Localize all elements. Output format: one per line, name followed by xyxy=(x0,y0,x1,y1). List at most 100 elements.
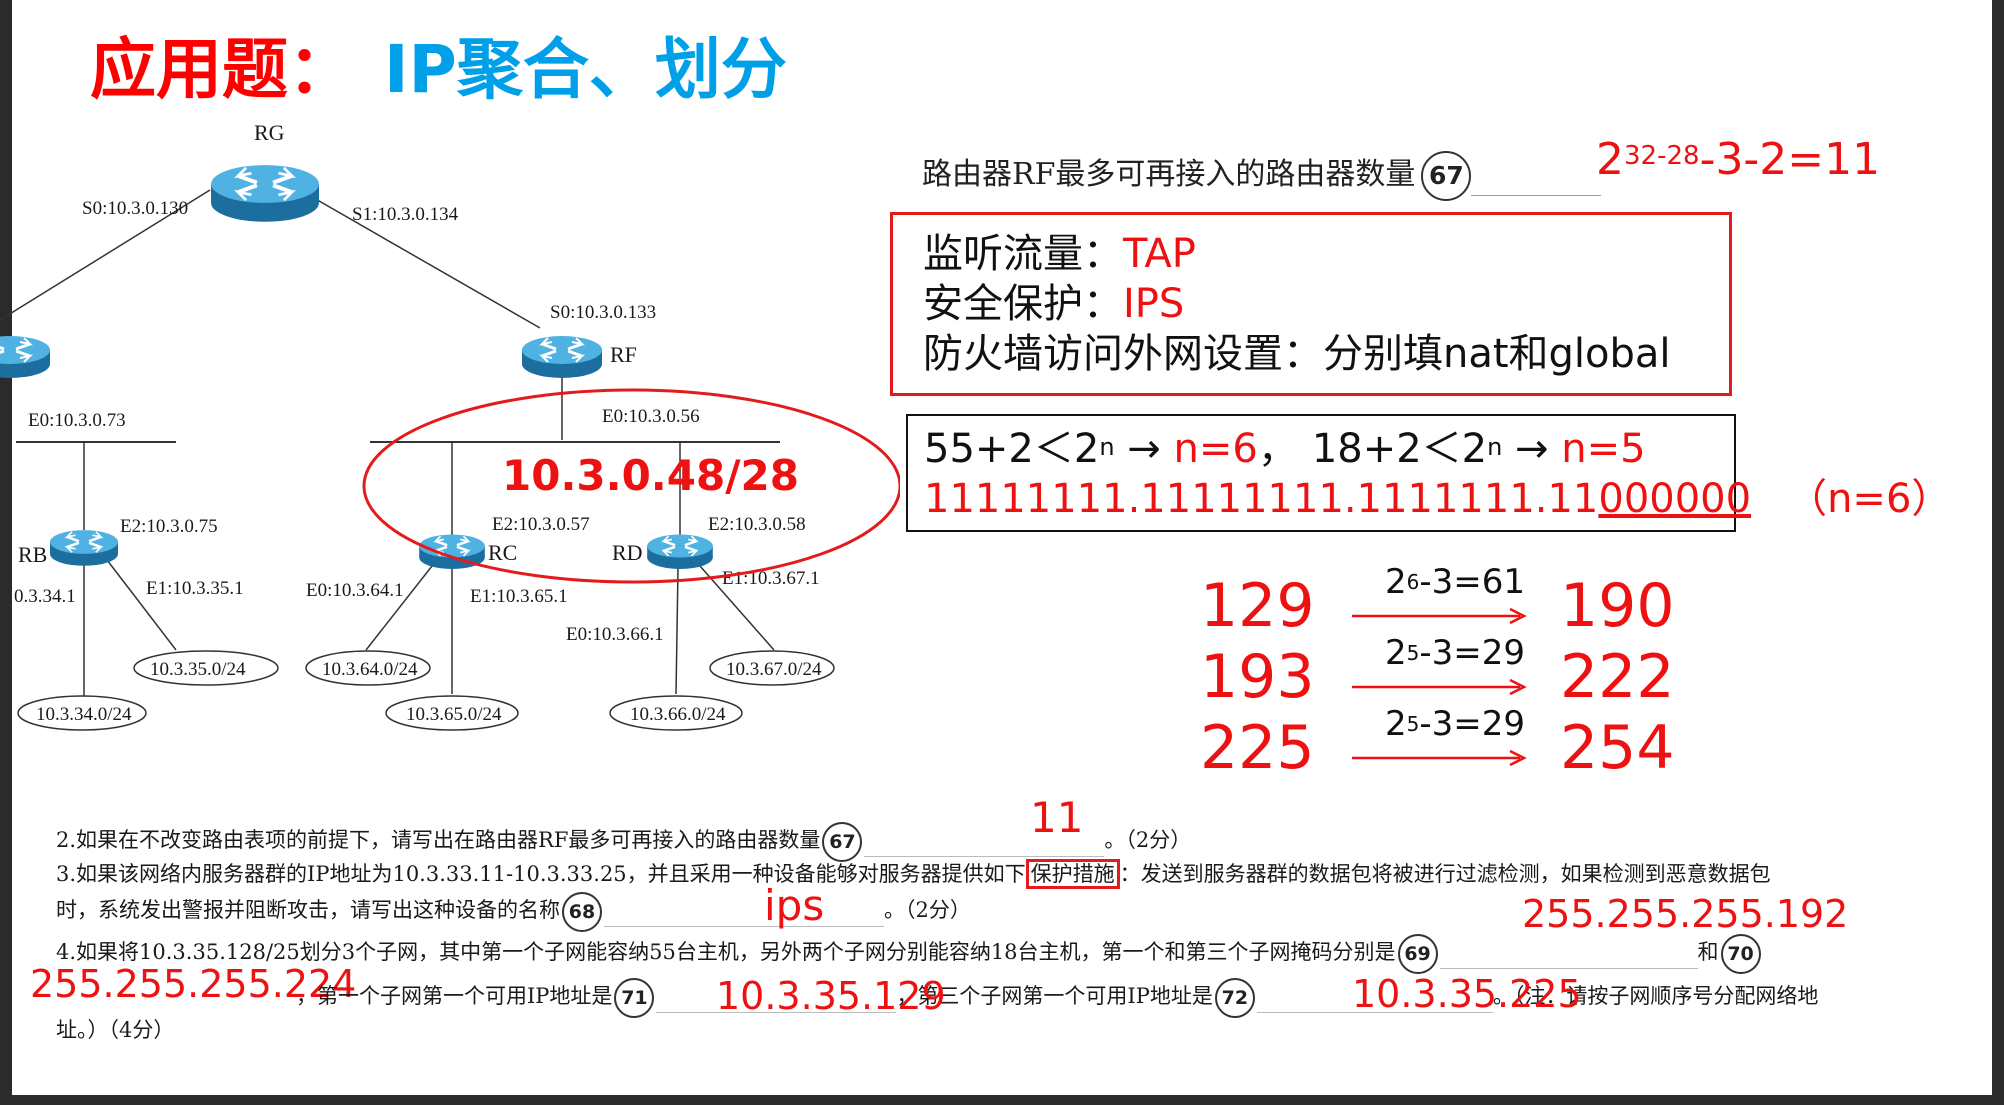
iface-rf-e0: E0:10.3.0.56 xyxy=(602,406,700,427)
calc-b-expr: 18+2＜2 xyxy=(1311,426,1488,472)
q4-number-badge-71: 71 xyxy=(614,977,655,1018)
iface-rb-e2: E2:10.3.0.75 xyxy=(120,516,218,537)
subnet-2-calc-base: 2 xyxy=(1384,633,1407,673)
mask-prefix: 11111111.11111111.1111111.11 xyxy=(924,476,1599,522)
q4-number-badge-72: 72 xyxy=(1214,977,1255,1018)
subnet-3-end: 254 xyxy=(1560,713,1675,783)
link-rg-rf xyxy=(299,189,541,329)
q67-answer-formula: 232-28-3-2=11 xyxy=(1596,132,1880,188)
network-10-3-66: 10.3.66.0/24 xyxy=(630,704,726,725)
q2-text: 2.如果在不改变路由表项的前提下，请写出在路由器RF最多可再接入的路由器数量 xyxy=(56,828,821,852)
q4-answer-71: 10.3.35.129 xyxy=(716,974,946,1018)
calc-a-arrow: → xyxy=(1114,426,1174,472)
subnet-3-start: 225 xyxy=(1200,713,1315,783)
q4-number-badge-70: 70 xyxy=(1720,933,1761,974)
iface-rd-e1: E1:10.3.67.1 xyxy=(722,568,820,589)
arrow-right-icon xyxy=(1352,607,1527,625)
q4-answer-blank-69 xyxy=(1439,938,1698,969)
network-10-3-64: 10.3.64.0/24 xyxy=(322,659,418,680)
router-rd-icon xyxy=(645,533,715,571)
link-rg-left xyxy=(0,189,211,321)
network-10-3-65: 10.3.65.0/24 xyxy=(406,704,502,725)
mask-zeros: 000000 xyxy=(1598,476,1752,522)
subnet-2-calc-exp: 5 xyxy=(1406,641,1420,665)
router-rc-label: RC xyxy=(488,540,517,565)
subnet-1-calc: 26-3=61 xyxy=(1360,562,1550,602)
subnet-1-start: 129 xyxy=(1200,571,1315,641)
q3-tail: 。（2分） xyxy=(884,898,971,922)
network-topology-diagram: RG RF RB RC RD S0:10.3.0.130 S1:10.3.0.1… xyxy=(0,120,900,731)
link-rd-n67 xyxy=(699,565,775,651)
q4-line2-a: ，第一个子网第一个可用IP地址是 xyxy=(296,984,613,1008)
q4-answer-blank-71 xyxy=(656,982,897,1013)
subnet-1-calc-rest: -3=61 xyxy=(1419,562,1526,602)
question-4-line-1: 4.如果将10.3.35.128/25划分3个子网，其中第一个子网能容纳55台主… xyxy=(56,930,1763,974)
q2-number-badge: 67 xyxy=(822,821,863,862)
box1-line-2: 安全保护：IPS xyxy=(923,279,1729,329)
question-4-line-3: 址。）（4分） xyxy=(56,1018,175,1042)
q67-answer-blank xyxy=(1471,157,1602,196)
window-frame-left xyxy=(0,0,12,1105)
subnet-3-calc: 25-3=29 xyxy=(1360,704,1550,744)
subnet-range-row: 129 26-3=61 190 xyxy=(1200,562,1720,642)
subnet-1-calc-exp: 6 xyxy=(1406,570,1420,594)
network-10-3-35: 10.3.35.0/24 xyxy=(150,659,246,680)
iface-rf-s0: S0:10.3.0.133 xyxy=(550,302,656,323)
iface-rd-e2: E2:10.3.0.58 xyxy=(708,514,806,535)
subnet-1-calc-base: 2 xyxy=(1384,562,1407,602)
router-rb-icon xyxy=(48,528,120,568)
iface-rg-s0: S0:10.3.0.130 xyxy=(82,198,188,219)
box1-line-1: 监听流量：TAP xyxy=(923,229,1729,279)
q4-answer-69: 255.255.255.192 xyxy=(1522,892,1849,936)
iface-rc-e1: E1:10.3.65.1 xyxy=(470,586,568,607)
iface-rc-e0: E0:10.3.64.1 xyxy=(306,580,404,601)
question-3-line-1: 3.如果该网络内服务器群的IP地址为10.3.33.11-10.3.33.25，… xyxy=(56,852,1771,896)
q4-answer-70: 255.255.255.224 xyxy=(30,962,357,1006)
arrow-right-icon xyxy=(1352,678,1527,696)
window-frame-right xyxy=(1992,0,2004,1105)
slide-title: 应用题：IP聚合、划分 xyxy=(90,30,787,110)
q2-answer-blank xyxy=(864,826,1105,857)
box1-l2-value: IPS xyxy=(1123,281,1185,327)
q4-answer-blank-72 xyxy=(1256,982,1493,1013)
device-answer-box: 监听流量：TAP 安全保护：IPS 防火墙访问外网设置：分别填nat和globa… xyxy=(890,212,1732,396)
router-re-icon xyxy=(0,334,52,380)
calc-a-expr: 55+2＜2 xyxy=(924,426,1100,472)
subnet-3-calc-base: 2 xyxy=(1384,704,1407,744)
calc-b-exp: n xyxy=(1487,433,1503,461)
subnet-calc-box: 55+2＜2n → n=6，18+2＜2n → n=5 11111111.111… xyxy=(906,414,1951,532)
box1-line-3: 防火墙访问外网设置：分别填nat和global xyxy=(923,331,1671,377)
calc-a-exp: n xyxy=(1099,433,1115,461)
iface-rc-e2: E2:10.3.0.57 xyxy=(492,514,590,535)
router-rg-label: RG xyxy=(254,120,285,145)
box2-line-1: 55+2＜2n → n=6，18+2＜2n → n=5 xyxy=(924,424,1734,474)
subnet-2-end: 222 xyxy=(1560,642,1675,712)
q4-line1-text: 4.如果将10.3.35.128/25划分3个子网，其中第一个子网能容纳55台主… xyxy=(56,940,1396,964)
calc-b-arrow: → xyxy=(1502,426,1562,472)
title-part-2: IP聚合、划分 xyxy=(384,31,787,108)
q4-answer-72: 10.3.35.225 xyxy=(1352,972,1582,1016)
formula-rest: -3-2=11 xyxy=(1699,134,1881,185)
router-rd-label: RD xyxy=(612,540,643,565)
router-rb-label: RB xyxy=(18,542,47,567)
formula-exponent: 32-28 xyxy=(1624,141,1700,171)
link-rb-n35 xyxy=(103,555,177,651)
iface-rb-e1: E1:10.3.35.1 xyxy=(146,578,244,599)
link-rc-n64 xyxy=(365,565,433,651)
box1-l1-label: 监听流量： xyxy=(923,231,1123,277)
q4-and: 和 xyxy=(1697,940,1719,964)
router-rf-icon xyxy=(520,334,604,380)
subnet-3-calc-exp: 5 xyxy=(1406,712,1420,736)
calc-b-result: n=5 xyxy=(1561,426,1646,472)
subnet-2-calc: 25-3=29 xyxy=(1360,633,1550,673)
q67-header-text: 路由器RF最多可再接入的路由器数量 xyxy=(922,157,1416,192)
subnet-range-row: 193 25-3=29 222 xyxy=(1200,633,1720,713)
iface-re-e0: E0:10.3.0.73 xyxy=(28,410,126,431)
router-rf-label: RF xyxy=(610,342,637,367)
q3-line1-a: 3.如果该网络内服务器群的IP地址为10.3.33.11-10.3.33.25，… xyxy=(56,862,1026,886)
q2-tail: 。（2分） xyxy=(1104,828,1192,852)
